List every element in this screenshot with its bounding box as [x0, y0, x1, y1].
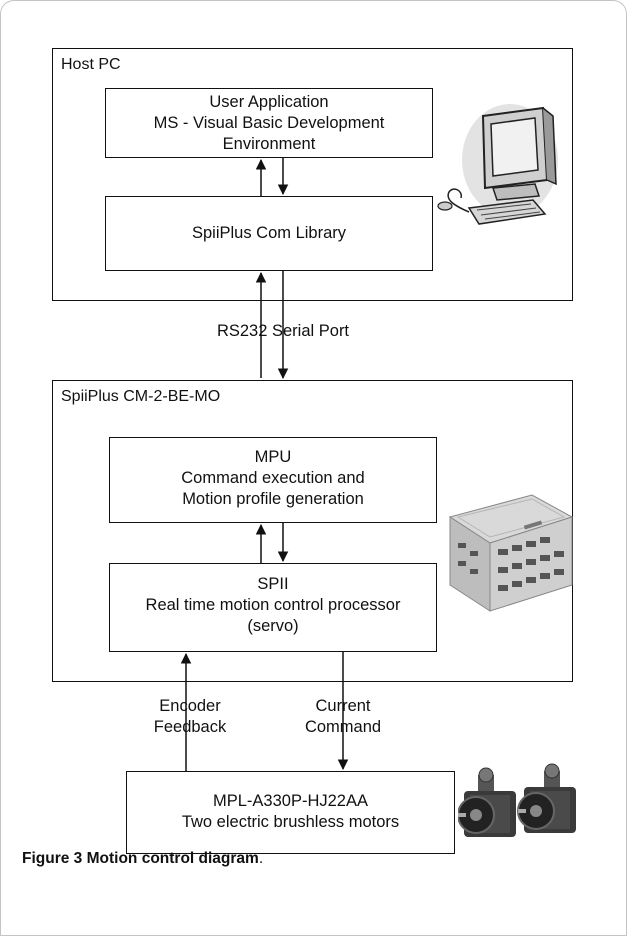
brushless-motors-picture [458, 763, 576, 837]
spii-line-3: (servo) [247, 617, 299, 635]
spii-box: SPII Real time motion control processor … [109, 563, 437, 652]
mpu-box: MPU Command execution and Motion profile… [109, 437, 437, 523]
figure-caption: Figure 3 Motion control diagram. [22, 850, 263, 868]
controller-unit-picture [448, 494, 574, 612]
com-library-label: SpiiPlus Com Library [191, 224, 347, 242]
mpu-text: MPU Command execution and Motion profile… [110, 447, 436, 510]
encoder-feedback-label: Encoder Feedback [140, 696, 240, 738]
user-application-box: User Application MS - Visual Basic Devel… [105, 88, 433, 158]
mpu-line-2: Command execution and [181, 469, 365, 487]
com-library-box: SpiiPlus Com Library [105, 196, 433, 271]
user-application-line-1: User Application [209, 93, 329, 111]
caption-figure-number: Figure 3 [22, 850, 83, 867]
encoder-feedback-line-1: Encoder [159, 697, 221, 715]
mpu-line-1: MPU [254, 448, 292, 466]
host-pc-label: Host PC [61, 56, 121, 73]
computer-picture [437, 104, 558, 225]
controller-label: SpiiPlus CM-2-BE-MO [61, 388, 221, 405]
mpu-line-3: Motion profile generation [182, 490, 364, 508]
spii-line-1: SPII [257, 575, 289, 593]
user-application-line-3: Environment [222, 135, 316, 153]
motors-line-1: MPL-A330P-HJ22AA [213, 792, 368, 810]
encoder-feedback-line-2: Feedback [153, 718, 227, 736]
user-application-line-2: MS - Visual Basic Development [153, 114, 385, 132]
caption-period: . [258, 850, 264, 867]
caption-title: Motion control diagram [86, 850, 259, 867]
motors-text: MPL-A330P-HJ22AA Two electric brushless … [127, 791, 454, 833]
motors-line-2: Two electric brushless motors [181, 813, 400, 831]
user-application-text: User Application MS - Visual Basic Devel… [106, 92, 432, 155]
motors-box: MPL-A330P-HJ22AA Two electric brushless … [126, 771, 455, 854]
spii-line-2: Real time motion control processor [145, 596, 401, 614]
spii-text: SPII Real time motion control processor … [110, 574, 436, 637]
